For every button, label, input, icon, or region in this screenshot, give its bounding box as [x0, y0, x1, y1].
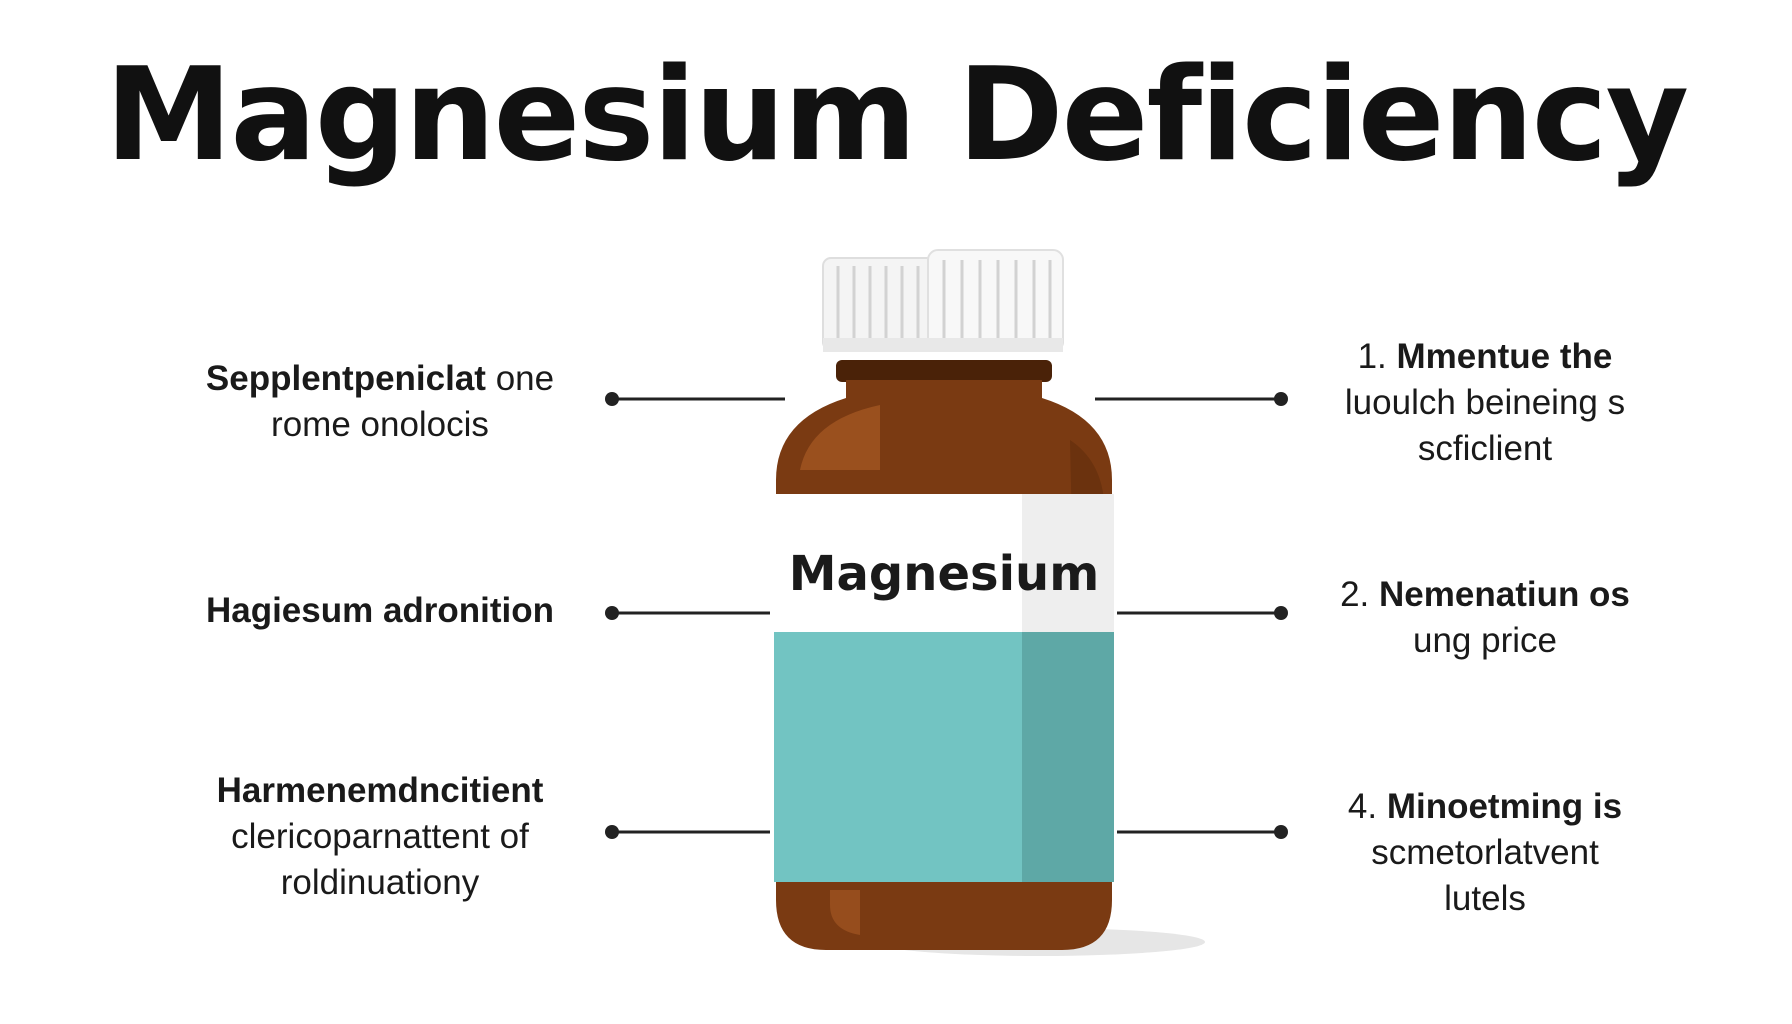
callout-right-3-line-1: 4. Minoetming is: [1347, 787, 1623, 826]
page-title: Magnesium Deficiency: [104, 41, 1689, 190]
callout-right-1-line-2: luoulch beineing s: [1344, 383, 1626, 422]
callout-right-1: 1. Mmentue the luoulch beineing s scficl…: [1300, 334, 1670, 472]
connector-dot-right-1: [1274, 392, 1288, 406]
callout-left-3-line-1: Harmenemdncitient: [216, 771, 544, 810]
callout-right-1-line-1: 1. Mmentue the: [1357, 337, 1613, 376]
callout-left-3: Harmenemdncitient clericoparnattent of r…: [150, 768, 610, 906]
callout-left-2-line-1: Hagiesum adronition: [205, 591, 555, 630]
connector-dot-left-3: [605, 825, 619, 839]
callout-right-3-number: 4.: [1347, 787, 1378, 826]
connector-dot-left-1: [605, 392, 619, 406]
callout-left-1-line-2: rome onolocis: [271, 405, 489, 444]
callout-right-1-number: 1.: [1357, 337, 1387, 376]
bottle-cap: [822, 249, 1064, 352]
callout-right-3-line-2: scmetorlatvent: [1371, 833, 1599, 872]
callout-left-1-line-1: Sepplentpeniclat one: [205, 359, 555, 398]
callout-right-1-line-3: scficlient: [1417, 429, 1553, 468]
callout-right-2-number: 2.: [1340, 575, 1370, 614]
bottle-label-text: Magnesium: [789, 546, 1099, 602]
callout-right-3: 4. Minoetming is scmetorlatvent lutels: [1300, 784, 1670, 922]
callout-left-3-line-2: clericoparnattent of: [231, 817, 529, 856]
connector-lines-right: [1095, 392, 1288, 839]
bottle-label: [774, 494, 1114, 882]
callout-left-2: Hagiesum adronition: [150, 588, 610, 634]
connector-dot-right-3: [1274, 825, 1288, 839]
callout-right-2: 2. Nemenatiun os ung price: [1300, 572, 1670, 664]
connector-dot-right-2: [1274, 606, 1288, 620]
callout-right-3-line-3: lutels: [1444, 879, 1526, 918]
callout-left-3-line-3: roldinuationy: [280, 863, 480, 902]
callout-right-2-line-1: 2. Nemenatiun os: [1340, 575, 1630, 614]
callout-right-2-line-2: ung price: [1413, 621, 1557, 660]
callout-left-1: Sepplentpeniclat one rome onolocis: [150, 356, 610, 448]
connector-dot-left-2: [605, 606, 619, 620]
connector-lines-left: [605, 392, 785, 839]
